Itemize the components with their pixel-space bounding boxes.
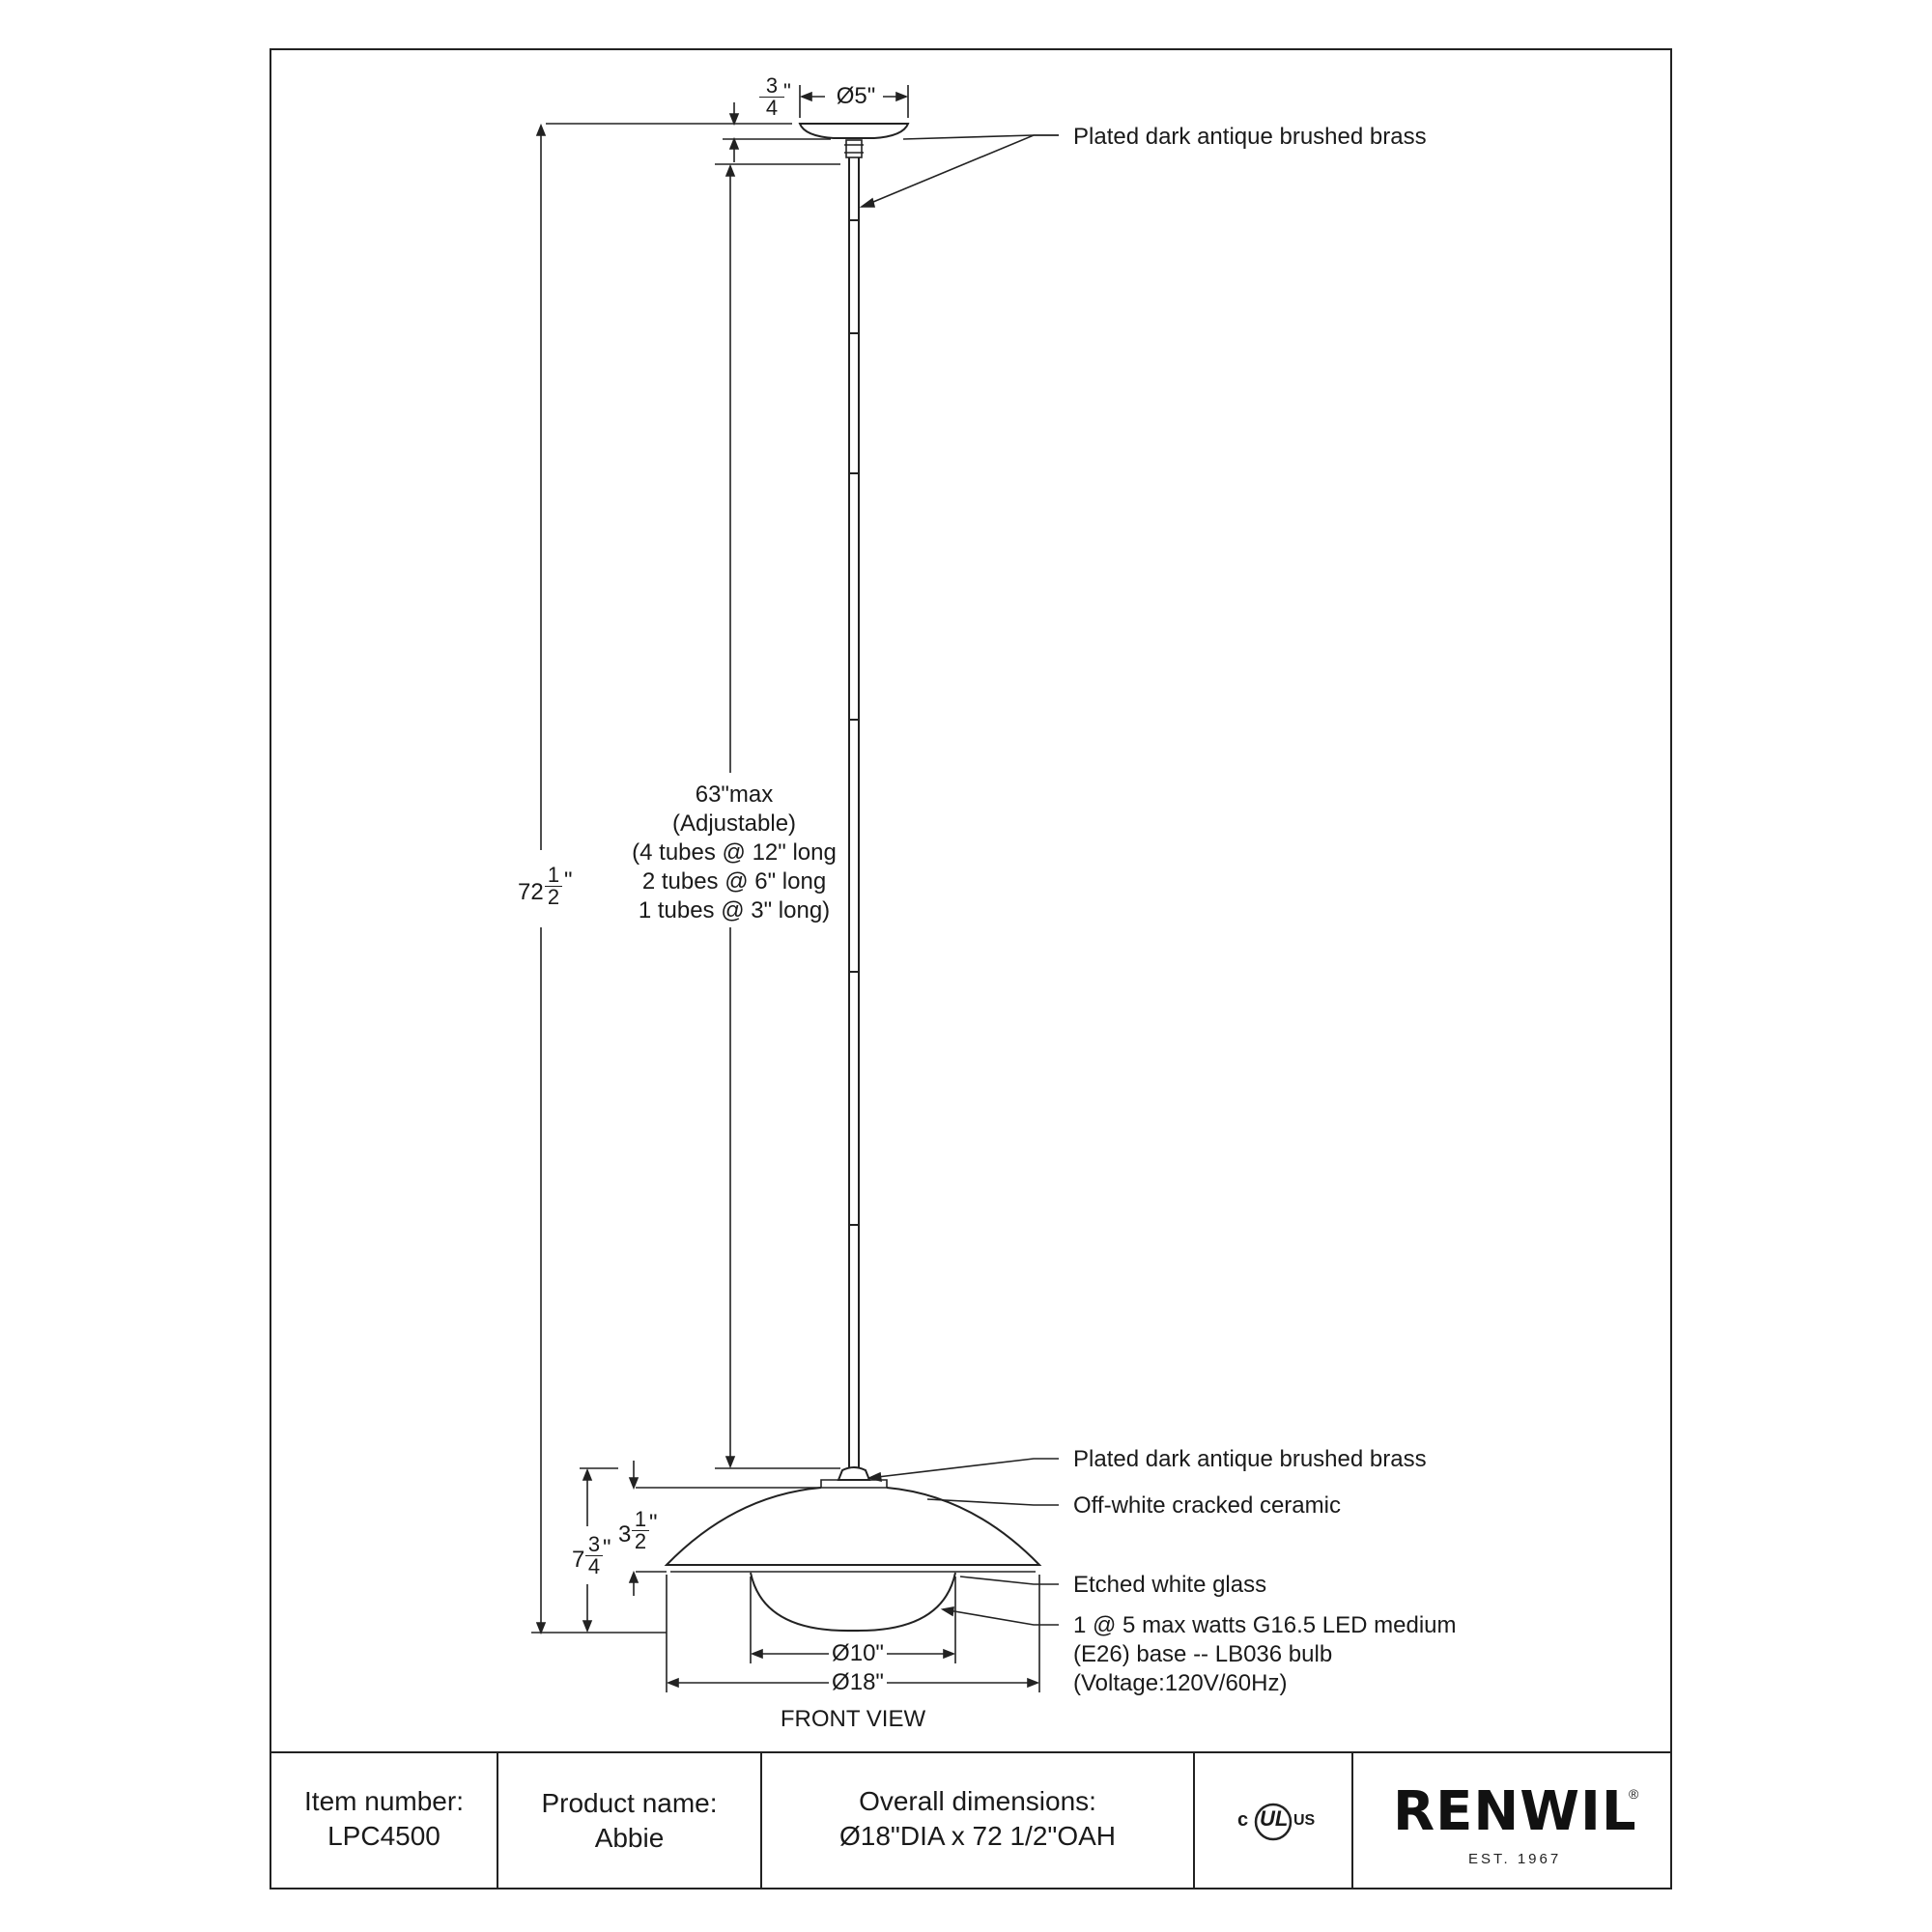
shade-height-label: 7 3 4 " — [570, 1534, 618, 1588]
overall-dimensions-value: Ø18"DIA x 72 1/2"OAH — [838, 1821, 1116, 1851]
shade-diameter-label: Ø18" — [832, 1669, 884, 1695]
product-name-label: Product name: — [541, 1788, 718, 1818]
brand-registered-mark: ® — [1629, 1786, 1639, 1802]
shade-height-whole: 7 — [572, 1547, 585, 1573]
shade-height-inch-mark: " — [603, 1535, 611, 1561]
canopy-height-label: 3 4 — [759, 75, 784, 119]
dome-height-denominator: 2 — [632, 1530, 649, 1552]
canopy-height-denominator: 4 — [759, 97, 784, 119]
stem-length-line: 1 tubes @ 3" long) — [638, 897, 831, 923]
ul-listing-mark — [1254, 1803, 1293, 1841]
brand-logo: RENWIL — [1393, 1780, 1637, 1843]
callout-glass-material: Etched white glass — [1073, 1572, 1267, 1598]
ceramic-shade — [664, 1487, 1042, 1566]
overall-height-inch-mark: " — [564, 867, 573, 894]
canopy-height-numerator: 3 — [765, 73, 779, 98]
product-name-value: Abbie — [594, 1823, 665, 1853]
product-name-cell: Product name: Abbie — [497, 1786, 761, 1856]
stem-connector — [845, 139, 863, 158]
overall-height-label: 72 1 2 " — [516, 863, 574, 930]
ul-text: UL — [1260, 1806, 1289, 1831]
item-number-value: LPC4500 — [327, 1821, 440, 1851]
sheet-border — [270, 48, 1672, 1889]
stem-length-label: 63"max (Adjustable) (4 tubes @ 12" long … — [599, 781, 869, 925]
callout-shade-material: Off-white cracked ceramic — [1073, 1492, 1341, 1519]
stem-joints — [849, 219, 859, 1226]
stem-length-line: (Adjustable) — [671, 810, 797, 837]
dome-height-fraction: 1 2 — [632, 1509, 649, 1552]
overall-dimensions-cell: Overall dimensions: Ø18"DIA x 72 1/2"OAH — [761, 1784, 1194, 1854]
canopy-diameter-label: Ø5" — [836, 83, 876, 109]
callout-bulb-spec: 1 @ 5 max watts G16.5 LED medium — [1073, 1612, 1457, 1638]
dome-height-numerator: 1 — [634, 1507, 647, 1531]
item-number-label: Item number: — [304, 1786, 464, 1816]
overall-height-whole: 72 — [518, 879, 544, 905]
callout-bulb-base: (E26) base -- LB036 bulb — [1073, 1641, 1333, 1667]
callout-voltage: (Voltage:120V/60Hz) — [1073, 1670, 1288, 1696]
dome-height-whole: 3 — [618, 1521, 632, 1548]
shade-height-numerator: 3 — [587, 1532, 601, 1556]
overall-height-numerator: 1 — [547, 863, 560, 887]
brand-established: EST. 1967 — [1468, 1851, 1562, 1867]
callout-canopy-finish: Plated dark antique brushed brass — [1073, 124, 1427, 150]
canopy-height-inch-mark: " — [783, 79, 791, 103]
ul-us-text: US — [1293, 1812, 1316, 1829]
stem-length-line: (4 tubes @ 12" long — [632, 839, 837, 866]
stem-length-line: 63"max — [695, 781, 774, 808]
shade-height-fraction: 3 4 — [585, 1534, 603, 1577]
glass-dome — [750, 1572, 956, 1633]
item-number-cell: Item number: LPC4500 — [270, 1784, 497, 1854]
overall-height-fraction: 1 2 — [545, 865, 562, 908]
shade-cap — [837, 1466, 871, 1481]
ul-c-text: c — [1237, 1809, 1249, 1831]
callout-cap-finish: Plated dark antique brushed brass — [1073, 1446, 1427, 1472]
canopy — [798, 123, 910, 139]
stem-length-line: 2 tubes @ 6" long — [641, 868, 827, 895]
glass-diameter-label: Ø10" — [832, 1640, 884, 1666]
shade-height-denominator: 4 — [585, 1555, 603, 1577]
dome-height-label: 3 1 2 " — [616, 1509, 665, 1563]
overall-height-denominator: 2 — [545, 886, 562, 908]
overall-dimensions-label: Overall dimensions: — [859, 1786, 1096, 1816]
view-title: FRONT VIEW — [780, 1706, 926, 1732]
dome-height-inch-mark: " — [649, 1510, 658, 1536]
